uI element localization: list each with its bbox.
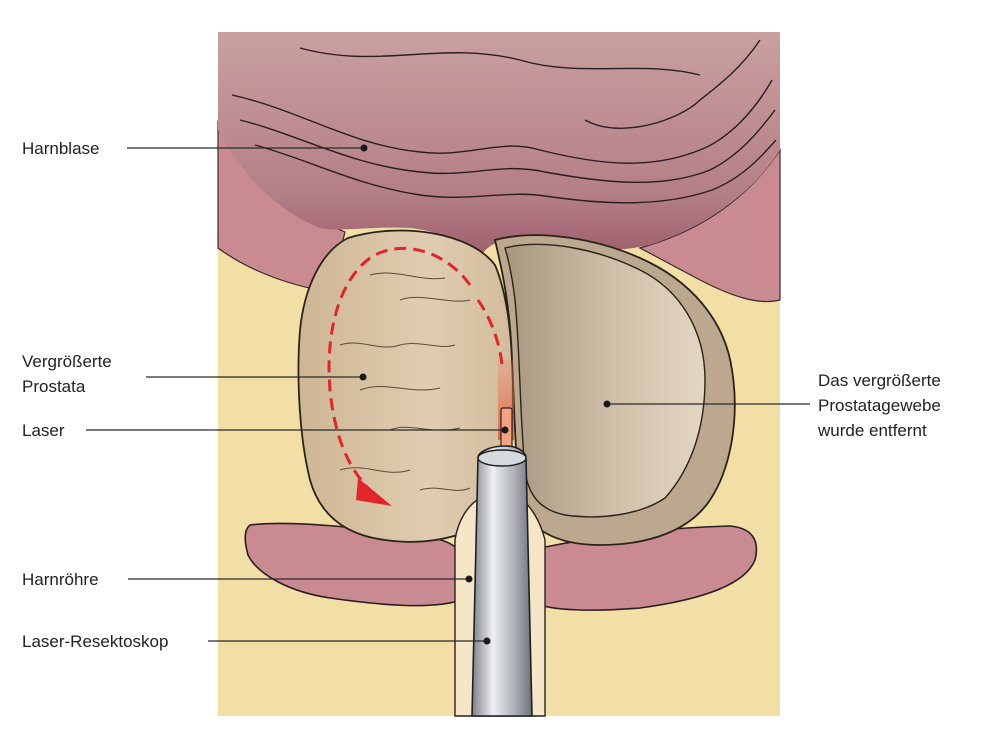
laser-direction-arrow [327, 246, 472, 492]
laser-direction-arrow-tail [476, 299, 504, 366]
prostate-texture [339, 272, 471, 491]
label-removed-line2: Prostatagewebe [818, 396, 941, 415]
marker-harnblase [360, 144, 368, 152]
marker-harnroehre [465, 575, 473, 583]
label-removed: Das vergrößerte Prostatagewebe wurde ent… [818, 368, 941, 443]
label-prostata-line2: Prostata [22, 377, 86, 396]
marker-removed [603, 400, 611, 408]
label-laser: Laser [22, 421, 65, 440]
prostate-removed-cavity [504, 243, 706, 518]
bladder-folds [231, 39, 777, 204]
marker-resektoskop [483, 637, 491, 645]
marker-prostata [359, 373, 367, 381]
marker-laser [501, 426, 509, 434]
label-harnblase: Harnblase [22, 139, 100, 158]
label-removed-line1: Das vergrößerte [818, 371, 941, 390]
label-removed-line3: wurde entfernt [818, 421, 927, 440]
label-resektoskop: Laser-Resektoskop [22, 632, 169, 651]
resectoscope-tip [477, 449, 527, 467]
label-prostata: Vergrößerte Prostata [22, 349, 112, 399]
arrowhead-icon [356, 478, 392, 506]
label-prostata-line1: Vergrößerte [22, 352, 112, 371]
bladder [218, 32, 780, 265]
label-harnroehre: Harnröhre [22, 570, 99, 589]
prostate-enlarged [297, 229, 514, 543]
resectoscope [471, 445, 533, 717]
